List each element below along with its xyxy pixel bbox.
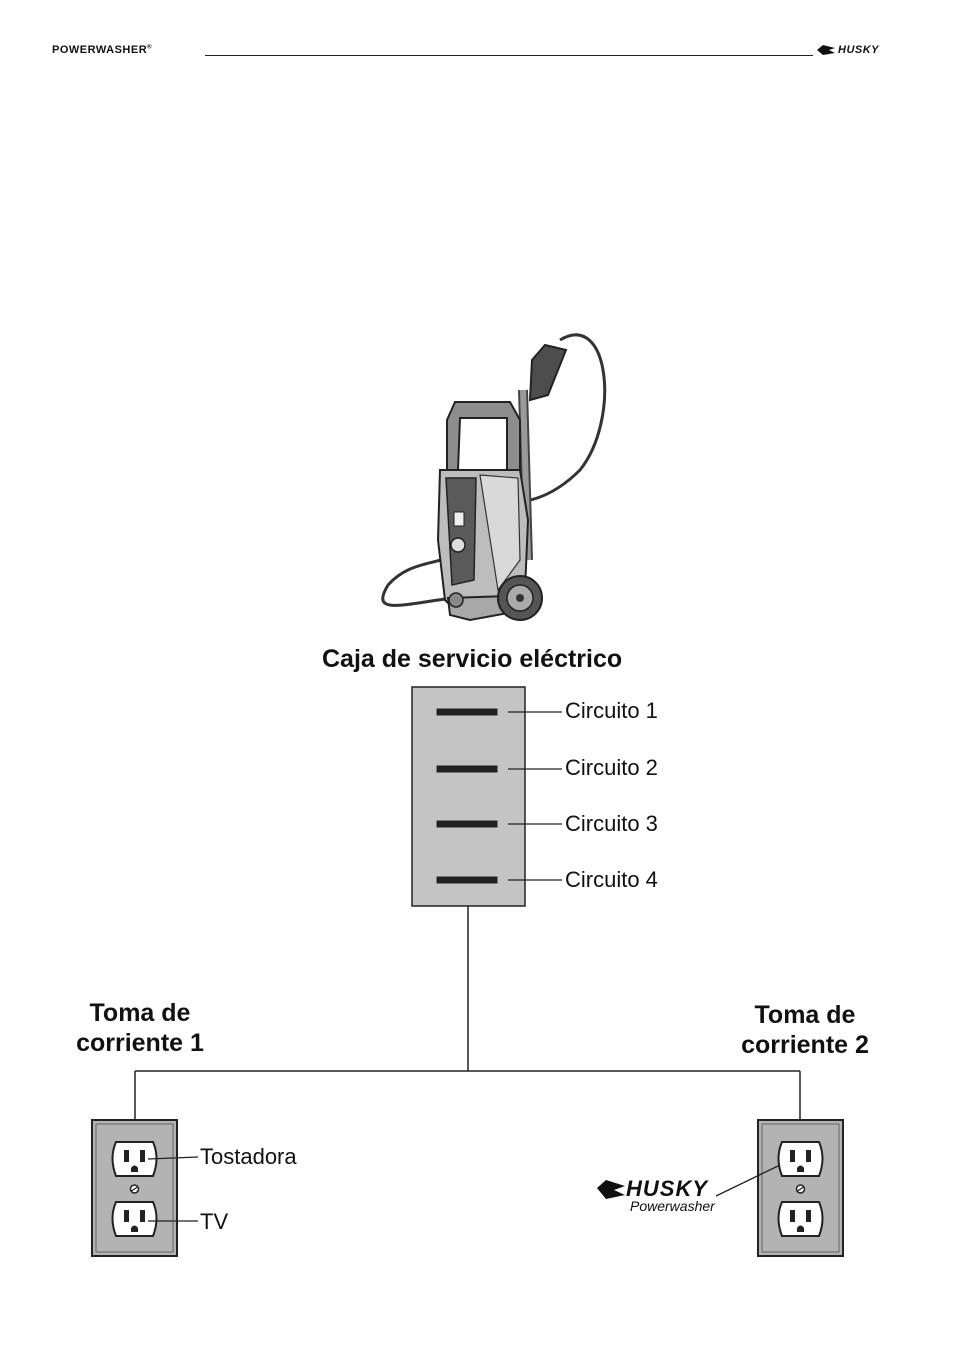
circuit-3-label: Circuito 3 xyxy=(565,811,658,837)
circuit-2-label: Circuito 2 xyxy=(565,755,658,781)
outlet-2-title: Toma de corriente 2 xyxy=(715,1000,895,1060)
pressure-washer-icon xyxy=(383,335,605,620)
outlet-1-receptacle-icon xyxy=(92,1120,177,1256)
outlet-1-title-line2: corriente 1 xyxy=(50,1028,230,1058)
outlet-2-title-line2: corriente 2 xyxy=(715,1030,895,1060)
outlet-2-receptacle-icon xyxy=(758,1120,843,1256)
toaster-label: Tostadora xyxy=(200,1144,297,1170)
panel-title: Caja de servicio eléctrico xyxy=(322,645,622,674)
outlet-1-title-line1: Toma de xyxy=(50,998,230,1028)
circuit-4-label: Circuito 4 xyxy=(565,867,658,893)
outlet-2-title-line1: Toma de xyxy=(715,1000,895,1030)
husky-logo-sub: Powerwasher xyxy=(630,1198,715,1214)
outlet-1-title: Toma de corriente 1 xyxy=(50,998,230,1058)
tv-label: TV xyxy=(200,1209,228,1235)
circuit-1-label: Circuito 1 xyxy=(565,698,658,724)
wiring-lines xyxy=(135,906,800,1120)
husky-powerwasher-logo: HUSKY Powerwasher xyxy=(596,1176,715,1214)
service-panel xyxy=(412,687,525,906)
